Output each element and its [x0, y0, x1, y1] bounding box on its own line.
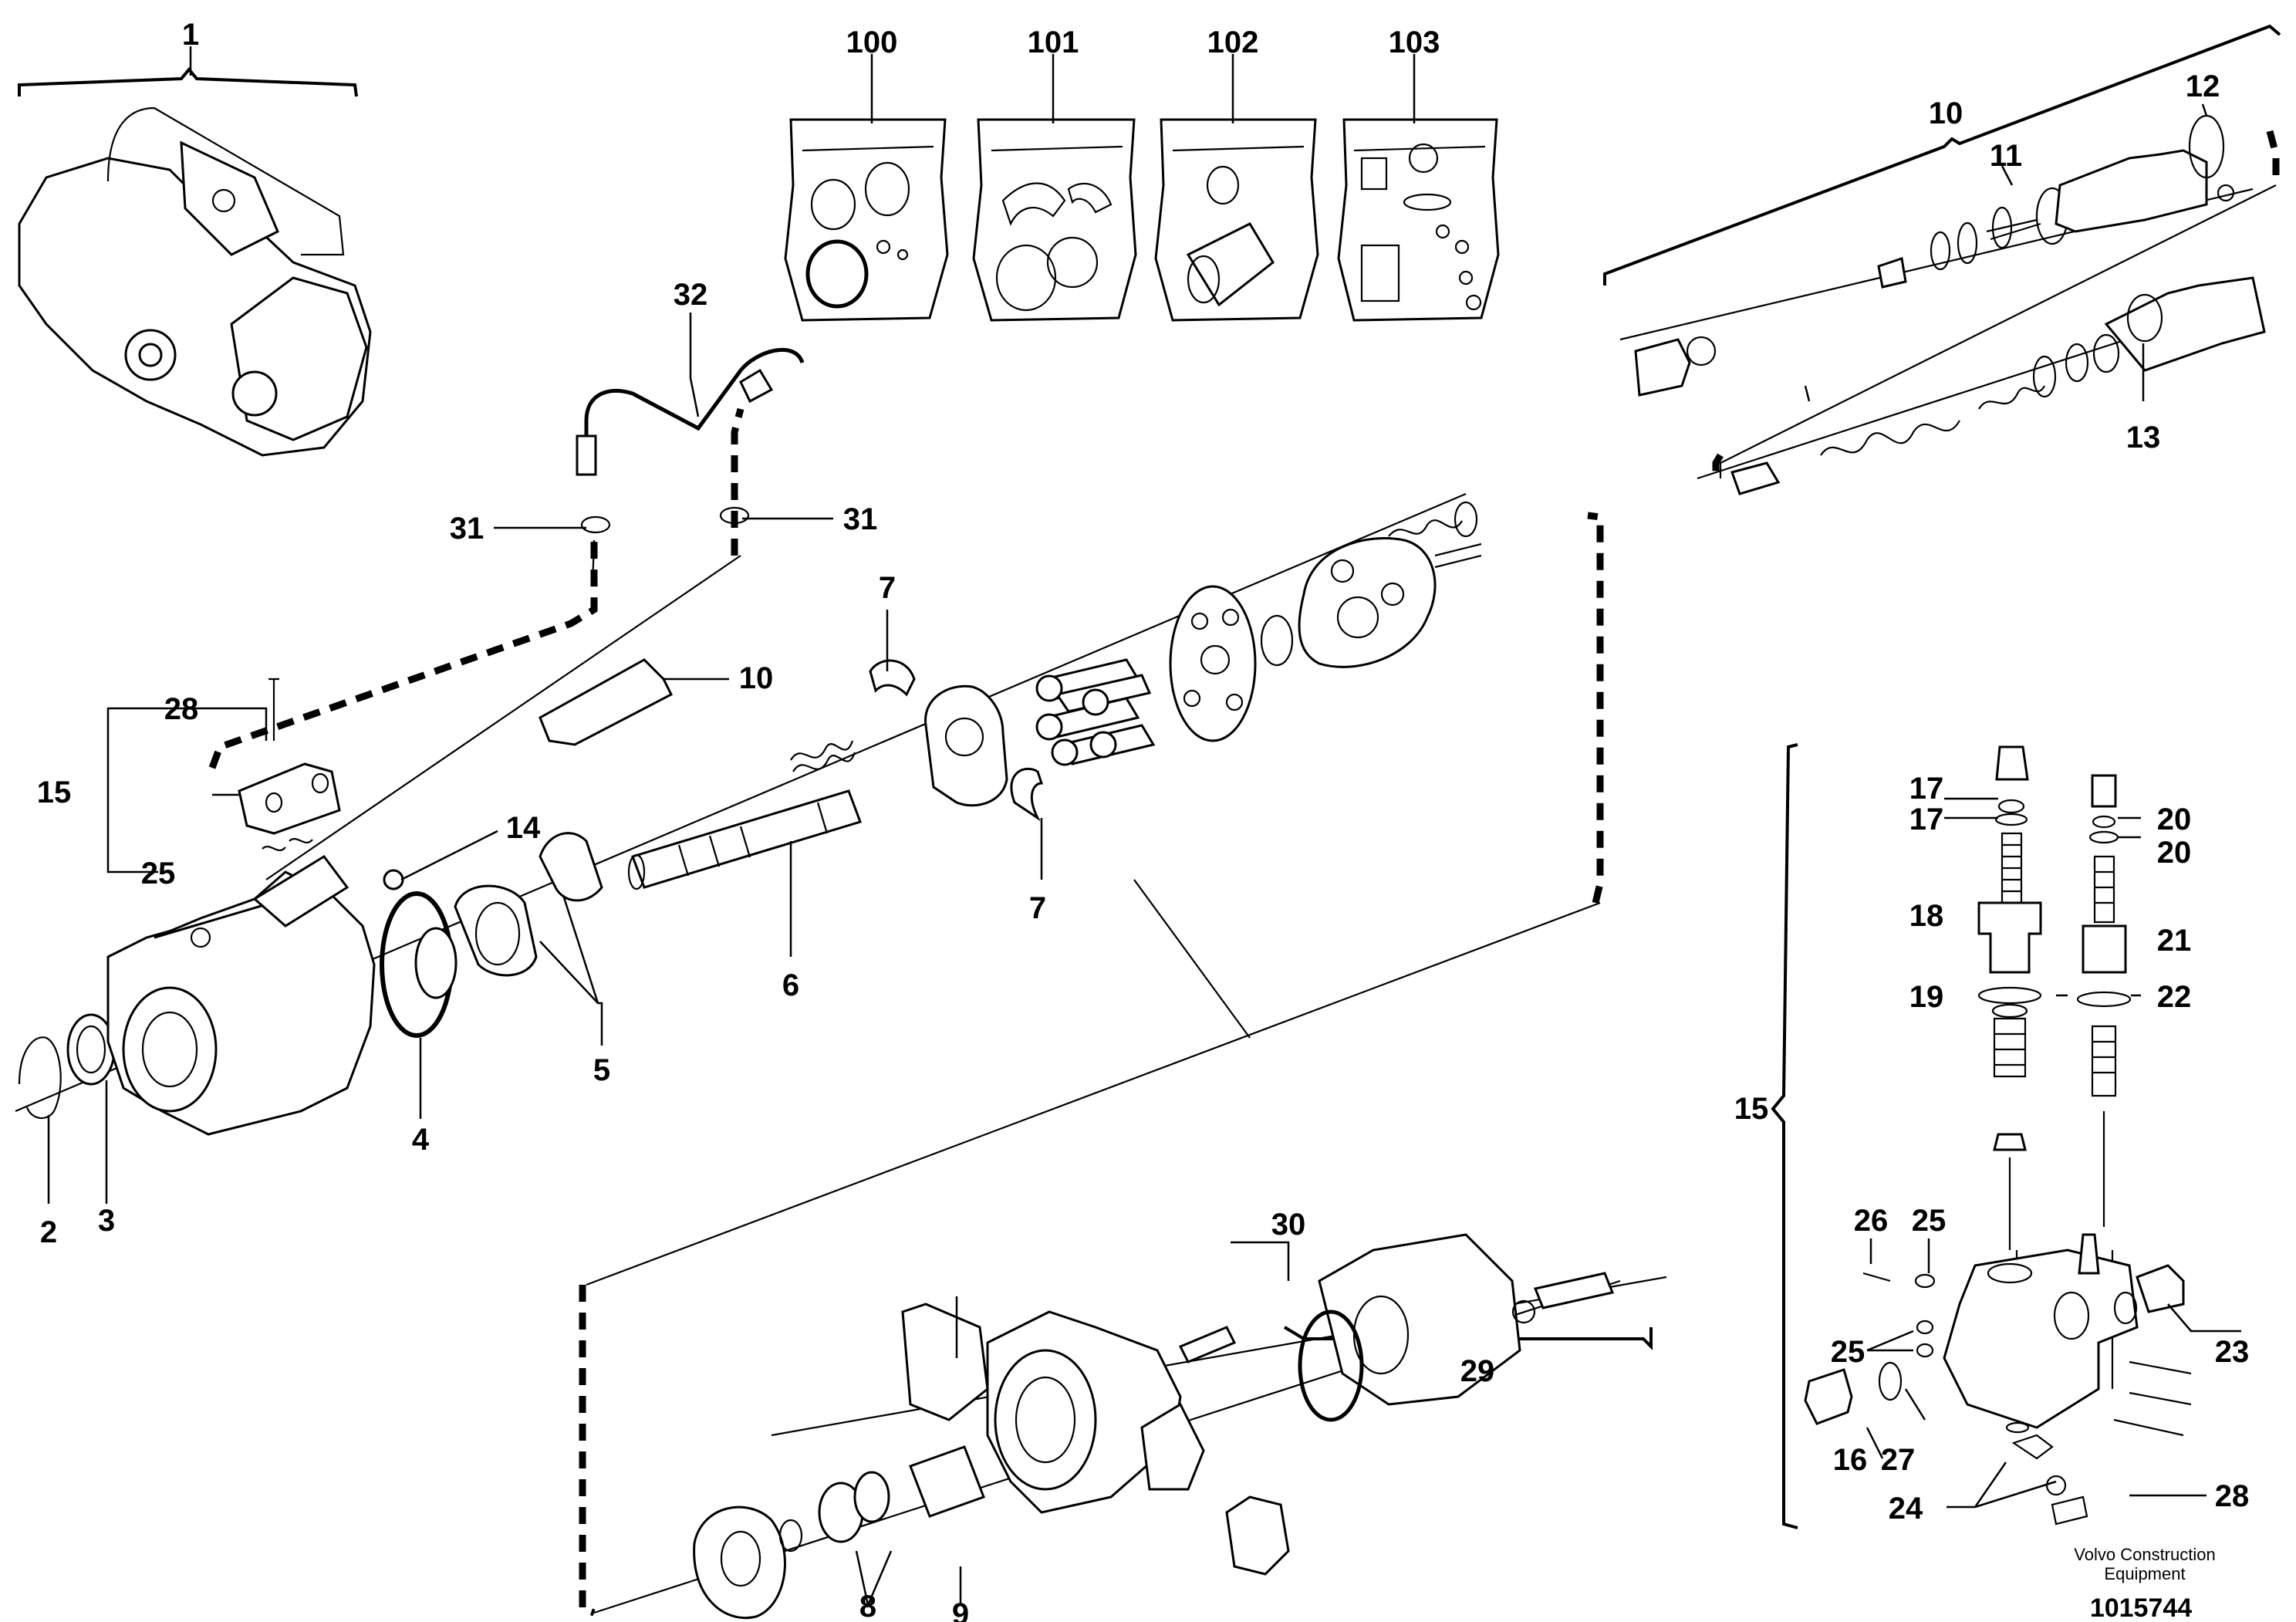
callout-102: 102: [1207, 25, 1259, 59]
seal-kit-103: [1337, 118, 1500, 322]
callout-4: 4: [412, 1123, 430, 1157]
pump-assembly-illustration: [18, 106, 372, 457]
callout-19: 19: [1909, 980, 1944, 1014]
callout-10-main: 10: [739, 661, 774, 695]
callout-6: 6: [782, 968, 799, 1002]
callout-22: 22: [2157, 980, 2192, 1014]
valve-brace-10: [1603, 24, 2281, 286]
callout-17-lower: 17: [1909, 803, 1944, 836]
callout-30: 30: [1271, 1208, 1306, 1242]
callout-28-left: 28: [164, 692, 199, 726]
callout-20-lower: 20: [2157, 836, 2192, 870]
drawing-number: 1015744: [2090, 1593, 2192, 1622]
callout-7-lower: 7: [1029, 891, 1046, 925]
callout-25-left: 25: [141, 857, 176, 890]
callout-1: 1: [182, 18, 199, 52]
callout-15-left: 15: [37, 776, 72, 809]
rotating-group: [1169, 501, 1482, 742]
compensator-block: [238, 678, 341, 852]
valve-block-brace-15: [1771, 743, 1798, 1529]
springs: [790, 740, 856, 772]
callout-9: 9: [952, 1597, 969, 1622]
cutoff-valve-cartridge: [383, 658, 674, 890]
callout-18: 18: [1909, 899, 1944, 933]
callout-17-upper: 17: [1909, 772, 1944, 806]
callout-13: 13: [2126, 421, 2161, 454]
callout-31-right: 31: [843, 502, 878, 536]
callout-8: 8: [859, 1590, 876, 1622]
pistons: [1035, 658, 1156, 766]
pilot-tube: [576, 347, 805, 534]
drive-shaft: [627, 789, 862, 890]
callout-32: 32: [674, 278, 708, 312]
callout-20-upper: 20: [2157, 803, 2192, 836]
callout-15-right: 15: [1734, 1092, 1769, 1126]
bearings-and-seals: [18, 832, 603, 1120]
seal-kit-102: [1154, 118, 1319, 322]
callout-5: 5: [593, 1053, 610, 1087]
callout-27: 27: [1881, 1443, 1916, 1477]
callout-100: 100: [846, 25, 898, 59]
credit-line-1: Volvo Construction: [2074, 1545, 2215, 1564]
assembly-brace-1: [18, 66, 358, 97]
callout-26: 26: [1854, 1204, 1889, 1238]
callout-25-right-top: 25: [1912, 1204, 1947, 1238]
callout-31-left: 31: [450, 512, 485, 546]
callout-25-right-mid: 25: [1831, 1335, 1866, 1369]
cutoff-valve-exploded: [1634, 114, 2266, 495]
callout-103: 103: [1389, 25, 1440, 59]
credit-line-2: Equipment: [2104, 1564, 2185, 1583]
callout-3: 3: [98, 1204, 115, 1238]
callout-23: 23: [2215, 1335, 2250, 1369]
swashplate: [869, 659, 1044, 822]
callout-24: 24: [1889, 1492, 1923, 1526]
callout-10-top: 10: [1929, 96, 1963, 130]
leader-lines: [47, 46, 2241, 1609]
callout-numbers: 1 100 101 102 103 10 11 12 13 32 31 31 1…: [37, 18, 2250, 1622]
assembly-dashed-paths: [208, 130, 2280, 1617]
callout-101: 101: [1028, 25, 1079, 59]
callout-7-upper: 7: [879, 571, 896, 605]
callout-12: 12: [2186, 69, 2220, 103]
callout-14: 14: [506, 811, 541, 845]
drawing-footer: Volvo Construction Equipment 1015744: [2074, 1545, 2215, 1622]
parts: [18, 106, 2266, 1620]
seal-kit-100: [784, 118, 949, 322]
seal-kit-101: [972, 118, 1137, 322]
valve-block-exploded: [1804, 745, 2192, 1526]
charge-gear-pump: [901, 1233, 1615, 1576]
callout-29: 29: [1460, 1354, 1495, 1388]
callout-2: 2: [40, 1215, 57, 1249]
callout-11: 11: [1990, 139, 2022, 173]
callout-16: 16: [1833, 1443, 1868, 1477]
callout-21: 21: [2157, 924, 2192, 958]
gear-pump-front-parts: [693, 1445, 985, 1620]
callout-28-right: 28: [2215, 1479, 2250, 1513]
main-pump-housing: [106, 855, 376, 1136]
